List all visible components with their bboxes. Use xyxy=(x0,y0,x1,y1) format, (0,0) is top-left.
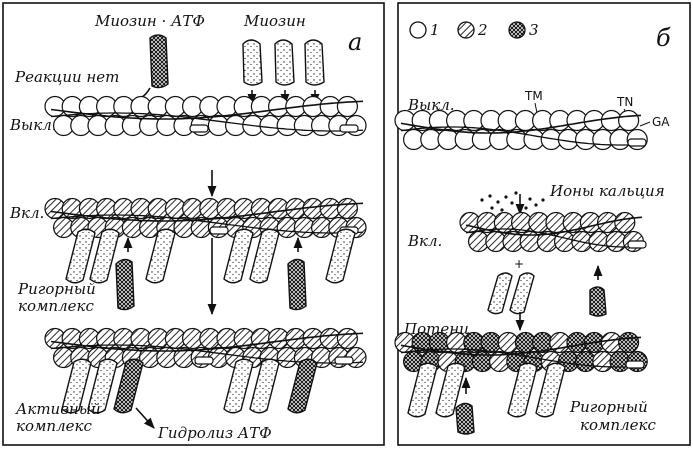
myosin-atp-head xyxy=(456,403,474,434)
calcium-ion-dot xyxy=(490,206,493,209)
calcium-ion-dot xyxy=(534,203,537,206)
atp-hydrolysis-label: Гидролиз АТФ xyxy=(157,424,272,442)
thin-filament-active xyxy=(45,329,366,368)
attached-myosin-head xyxy=(224,229,253,283)
troponin-complex xyxy=(210,227,228,234)
attached-myosin-head xyxy=(288,359,317,413)
myosin-head xyxy=(243,40,262,85)
attached-myosin-head xyxy=(508,363,537,417)
active-complex-label-2: комплекс xyxy=(16,417,92,435)
actin-monomer xyxy=(619,111,639,131)
rigor-complex-label-a-2: комплекс xyxy=(18,297,94,315)
attached-myosin-head xyxy=(224,359,253,413)
troponin-complex xyxy=(195,357,213,364)
legend-swatch-crosshatched xyxy=(509,22,525,38)
rigor-complex-label-a: Ригорный xyxy=(17,280,96,298)
legend-num-3: 3 xyxy=(529,21,539,39)
thin-filament-off-b xyxy=(395,111,647,150)
active-complex-label: Активный xyxy=(15,400,101,418)
myosin-head xyxy=(510,273,534,314)
calcium-ion-dot xyxy=(500,208,503,211)
thin-filament-on-b xyxy=(460,213,646,252)
calcium-ion-dot xyxy=(528,197,531,200)
calcium-ion-dot xyxy=(510,201,513,204)
attached-myosin-head xyxy=(326,229,355,283)
troponin-complex xyxy=(190,125,208,132)
attached-myosin-head xyxy=(536,363,565,417)
plus-sign: + xyxy=(514,257,524,271)
calcium-ion-dot xyxy=(488,194,491,197)
myosin-atp-label: Миозин · АТФ xyxy=(94,12,205,30)
myosin-atp-head xyxy=(590,287,606,316)
myosin-head xyxy=(488,273,512,314)
ga-label: GA xyxy=(652,115,670,129)
off-state-label: Выкл. xyxy=(9,116,57,134)
thin-filament-off xyxy=(45,97,366,136)
panel-a-letter: а xyxy=(348,28,362,56)
rigor-complex-label-b: Ригорный xyxy=(569,398,648,416)
troponin-complex xyxy=(335,357,353,364)
calcium-ions-label: Ионы кальция xyxy=(549,182,665,200)
actin-monomer xyxy=(619,333,639,353)
legend-num-1: 1 xyxy=(430,21,440,39)
actin-monomer xyxy=(337,199,357,219)
legend-num-2: 2 xyxy=(477,21,488,39)
calcium-ion-dot xyxy=(524,206,527,209)
on-state-label: Вкл. xyxy=(9,204,44,222)
panel-b: б 1 2 3 Выкл. TM TN GA Ионы кальция Вкл.… xyxy=(395,21,671,434)
legend: 1 2 3 xyxy=(410,21,539,39)
panel-a: а Миозин · АТФ Миозин Реакции нет Выкл. … xyxy=(9,12,366,442)
myosin-atp-head xyxy=(288,259,306,309)
off-state-label-b: Выкл. xyxy=(407,96,455,114)
myosin-label: Миозин xyxy=(243,12,306,30)
myosin-atp-head xyxy=(150,35,168,88)
legend-swatch-hatched xyxy=(458,22,474,38)
actin-monomer xyxy=(615,213,635,233)
panel-b-letter: б xyxy=(656,24,671,52)
calcium-ion-dot xyxy=(514,191,517,194)
troponin-complex xyxy=(628,139,646,146)
calcium-ion-dot xyxy=(496,200,499,203)
hydrolysis-arrow xyxy=(136,408,154,428)
troponin-complex xyxy=(626,361,644,368)
calcium-ion-dot xyxy=(480,198,483,201)
troponin-complex xyxy=(628,241,646,248)
no-reaction-label: Реакции нет xyxy=(14,68,119,86)
actin-monomer xyxy=(337,329,357,349)
myosin-head xyxy=(275,40,294,85)
tropomyosin-label: TM xyxy=(524,89,543,103)
ga-pointer xyxy=(640,122,650,126)
actin-monomer xyxy=(337,97,357,117)
troponin-complex xyxy=(340,125,358,132)
legend-swatch-open xyxy=(410,22,426,38)
rigor-complex-label-b-2: комплекс xyxy=(580,416,656,434)
attached-heads-on xyxy=(66,229,355,283)
myosin-atp-head xyxy=(116,259,134,309)
calcium-ion-dot xyxy=(504,195,507,198)
on-state-label-b: Вкл. xyxy=(407,232,442,250)
calcium-ion-dot xyxy=(541,198,544,201)
troponin-label: TN xyxy=(616,95,633,109)
calcium-ions xyxy=(480,191,544,211)
myosin-head xyxy=(305,40,324,85)
